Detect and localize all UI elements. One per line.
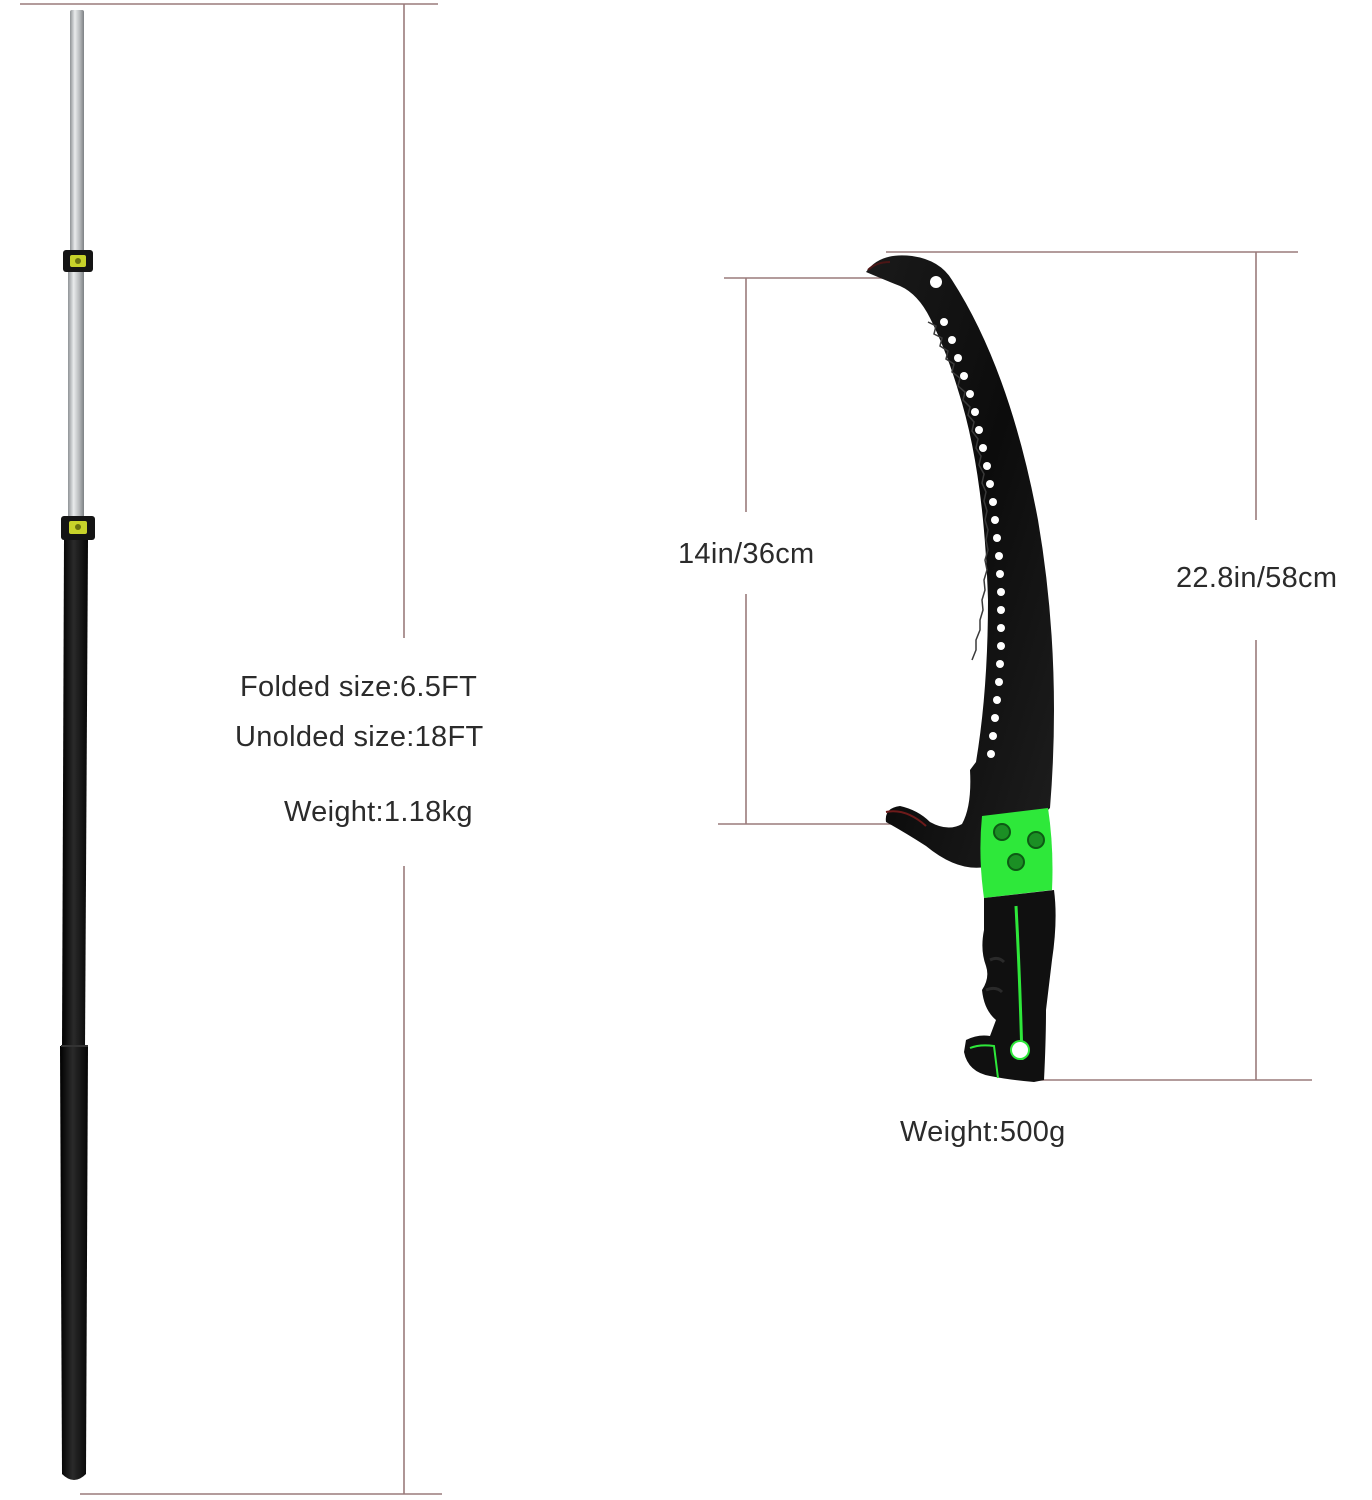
- pole-lock-clamp-lower: [61, 516, 95, 540]
- saw-weight-label: Weight:500g: [900, 1116, 1066, 1148]
- pole-weight-label: Weight:1.18kg: [284, 796, 473, 828]
- pole-unfolded-size-label: Unolded size:18FT: [235, 721, 484, 753]
- pole-dimension-lines: [20, 3, 442, 1495]
- saw-dimension-lines: [718, 251, 1312, 1081]
- saw-handle: [964, 890, 1056, 1082]
- saw-green-collar: [980, 808, 1053, 898]
- saw-teeth: [927, 321, 989, 661]
- collar-rivets: [993, 823, 1045, 871]
- blade-relief-holes: [940, 318, 1005, 758]
- saw-blade-length-label: 14in/36cm: [678, 538, 815, 570]
- telescopic-pole: [60, 10, 95, 1480]
- saw-total-length-label: 22.8in/58cm: [1176, 562, 1338, 594]
- pole-folded-size-label: Folded size:6.5FT: [240, 671, 478, 703]
- pruning-saw: [866, 255, 1056, 1082]
- pole-lock-clamp-upper: [63, 250, 93, 272]
- saw-blade: [866, 255, 1054, 868]
